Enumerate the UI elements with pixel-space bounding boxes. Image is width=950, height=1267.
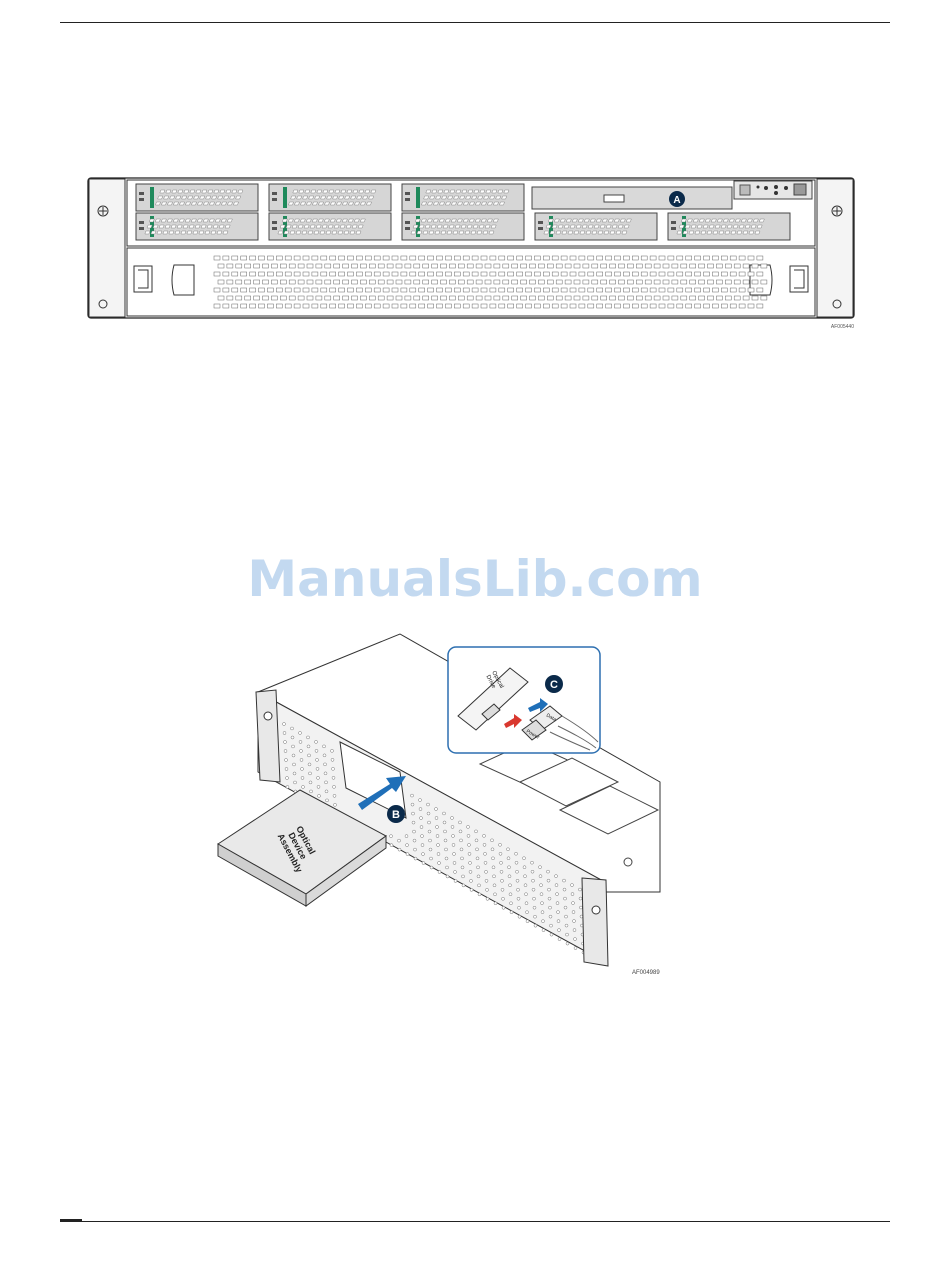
drive-carrier (136, 213, 258, 240)
drive-carrier (402, 213, 524, 240)
watermark: ManualsLib.com (0, 550, 950, 608)
footer-rule (60, 1221, 890, 1222)
drive-carrier (402, 184, 524, 211)
callout-c-label: C (550, 679, 558, 691)
drive-carrier (668, 213, 790, 240)
footer-rule-tab (60, 1219, 82, 1222)
drive-carrier (269, 184, 391, 211)
callout-b-label: B (392, 809, 400, 821)
rack-ear-right (582, 878, 608, 966)
drive-carrier (136, 184, 258, 211)
optical-drive-bay (532, 187, 732, 209)
callout-a-label: A (673, 195, 680, 206)
figure2-code: AF004989 (632, 970, 660, 976)
optical-drive-install-figure: Optical Device Assembly B Optical Drive … (210, 632, 670, 978)
figure1-code: AF005440 (831, 324, 854, 330)
drive-carrier (269, 213, 391, 240)
rack-ear-left (256, 690, 280, 782)
control-panel (734, 181, 812, 199)
header-rule (60, 22, 890, 23)
drive-carrier (535, 213, 657, 240)
server-front-view-figure: A AF005440 (86, 176, 858, 332)
cable-inset: Optical Drive Data Power C (448, 647, 600, 753)
